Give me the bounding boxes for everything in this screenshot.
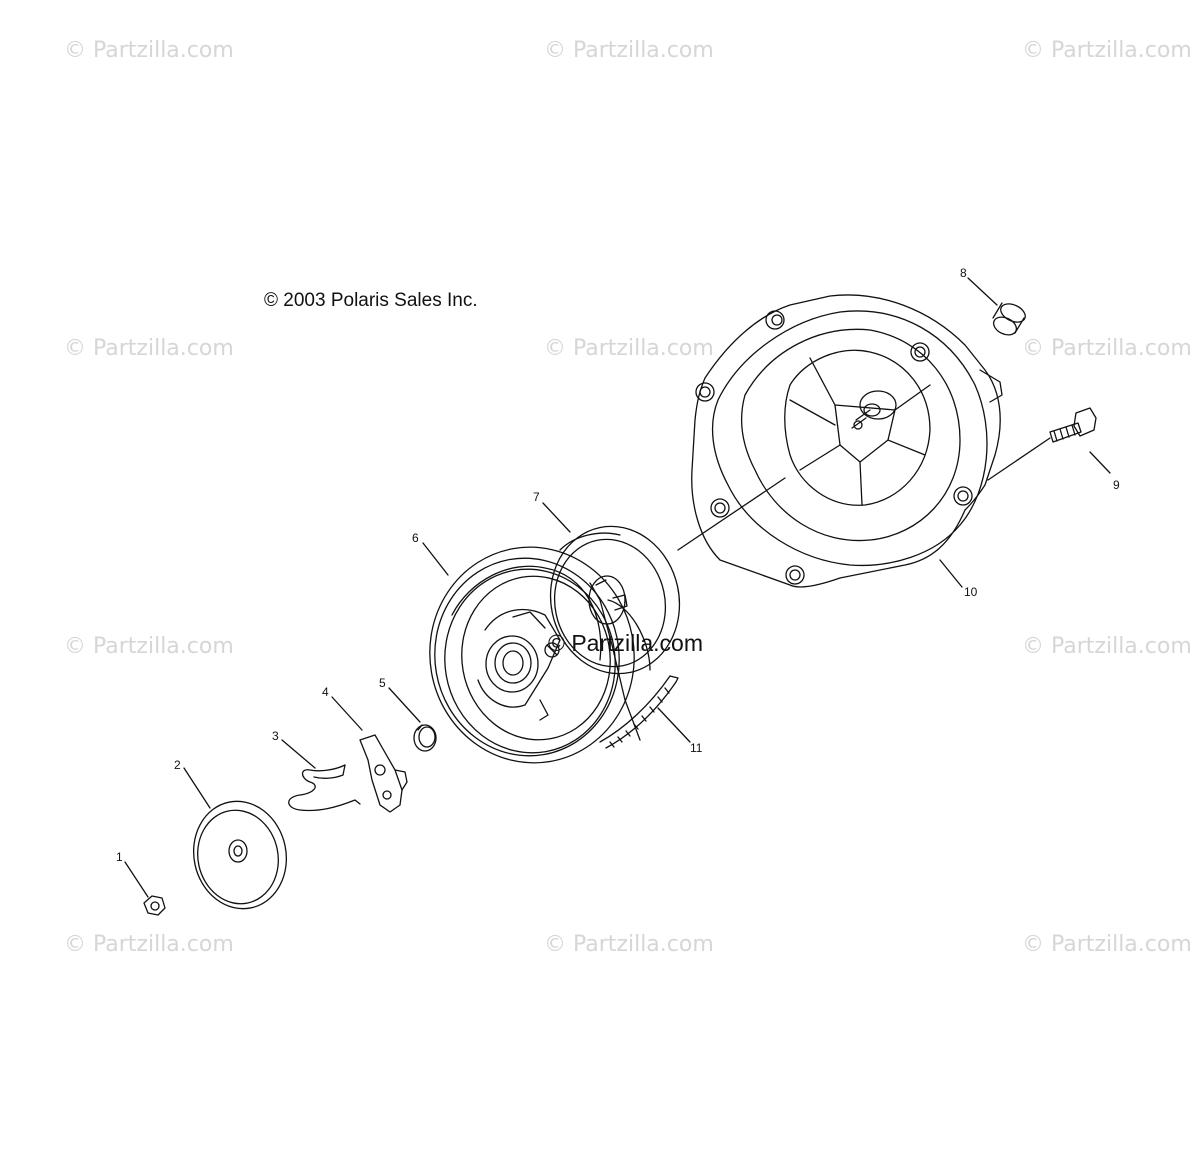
callout-2: 2 xyxy=(174,758,181,772)
assembly-lines xyxy=(677,437,1051,551)
part-10-housing xyxy=(691,294,1003,588)
callout-5: 5 xyxy=(379,676,386,690)
part-9-bolt xyxy=(1049,407,1097,443)
watermark: © Partzilla.com xyxy=(544,38,714,63)
part-3-clip xyxy=(288,764,361,812)
copyright-text: © 2003 Polaris Sales Inc. xyxy=(264,290,478,311)
center-watermark: © Partzilla.com xyxy=(548,630,703,656)
watermark: © Partzilla.com xyxy=(1022,634,1192,659)
watermark: © Partzilla.com xyxy=(544,336,714,361)
watermark: © Partzilla.com xyxy=(64,932,234,957)
callout-8: 8 xyxy=(960,266,967,280)
part-2-cover-disc xyxy=(192,800,288,910)
part-11-rope xyxy=(599,675,679,749)
callout-9: 9 xyxy=(1113,478,1120,492)
part-1-nut xyxy=(143,895,166,916)
watermark: © Partzilla.com xyxy=(1022,932,1192,957)
callout-1: 1 xyxy=(116,850,123,864)
callout-11: 11 xyxy=(690,741,703,755)
watermark: © Partzilla.com xyxy=(64,336,234,361)
callout-3: 3 xyxy=(272,729,279,743)
callout-10: 10 xyxy=(964,585,978,599)
watermark: © Partzilla.com xyxy=(544,932,714,957)
leader-lines xyxy=(124,277,1111,898)
callout-6: 6 xyxy=(412,531,419,545)
callout-4: 4 xyxy=(322,685,329,699)
part-8-bushing xyxy=(992,302,1026,336)
watermark: © Partzilla.com xyxy=(1022,38,1192,63)
watermark: © Partzilla.com xyxy=(64,634,234,659)
part-7-drive-plate xyxy=(549,525,681,675)
part-4-pawl xyxy=(359,734,408,813)
part-5-spring xyxy=(413,724,437,752)
part-6-rope-reel xyxy=(429,546,651,764)
watermark: © Partzilla.com xyxy=(1022,336,1192,361)
callout-7: 7 xyxy=(533,490,540,504)
watermark: © Partzilla.com xyxy=(64,38,234,63)
